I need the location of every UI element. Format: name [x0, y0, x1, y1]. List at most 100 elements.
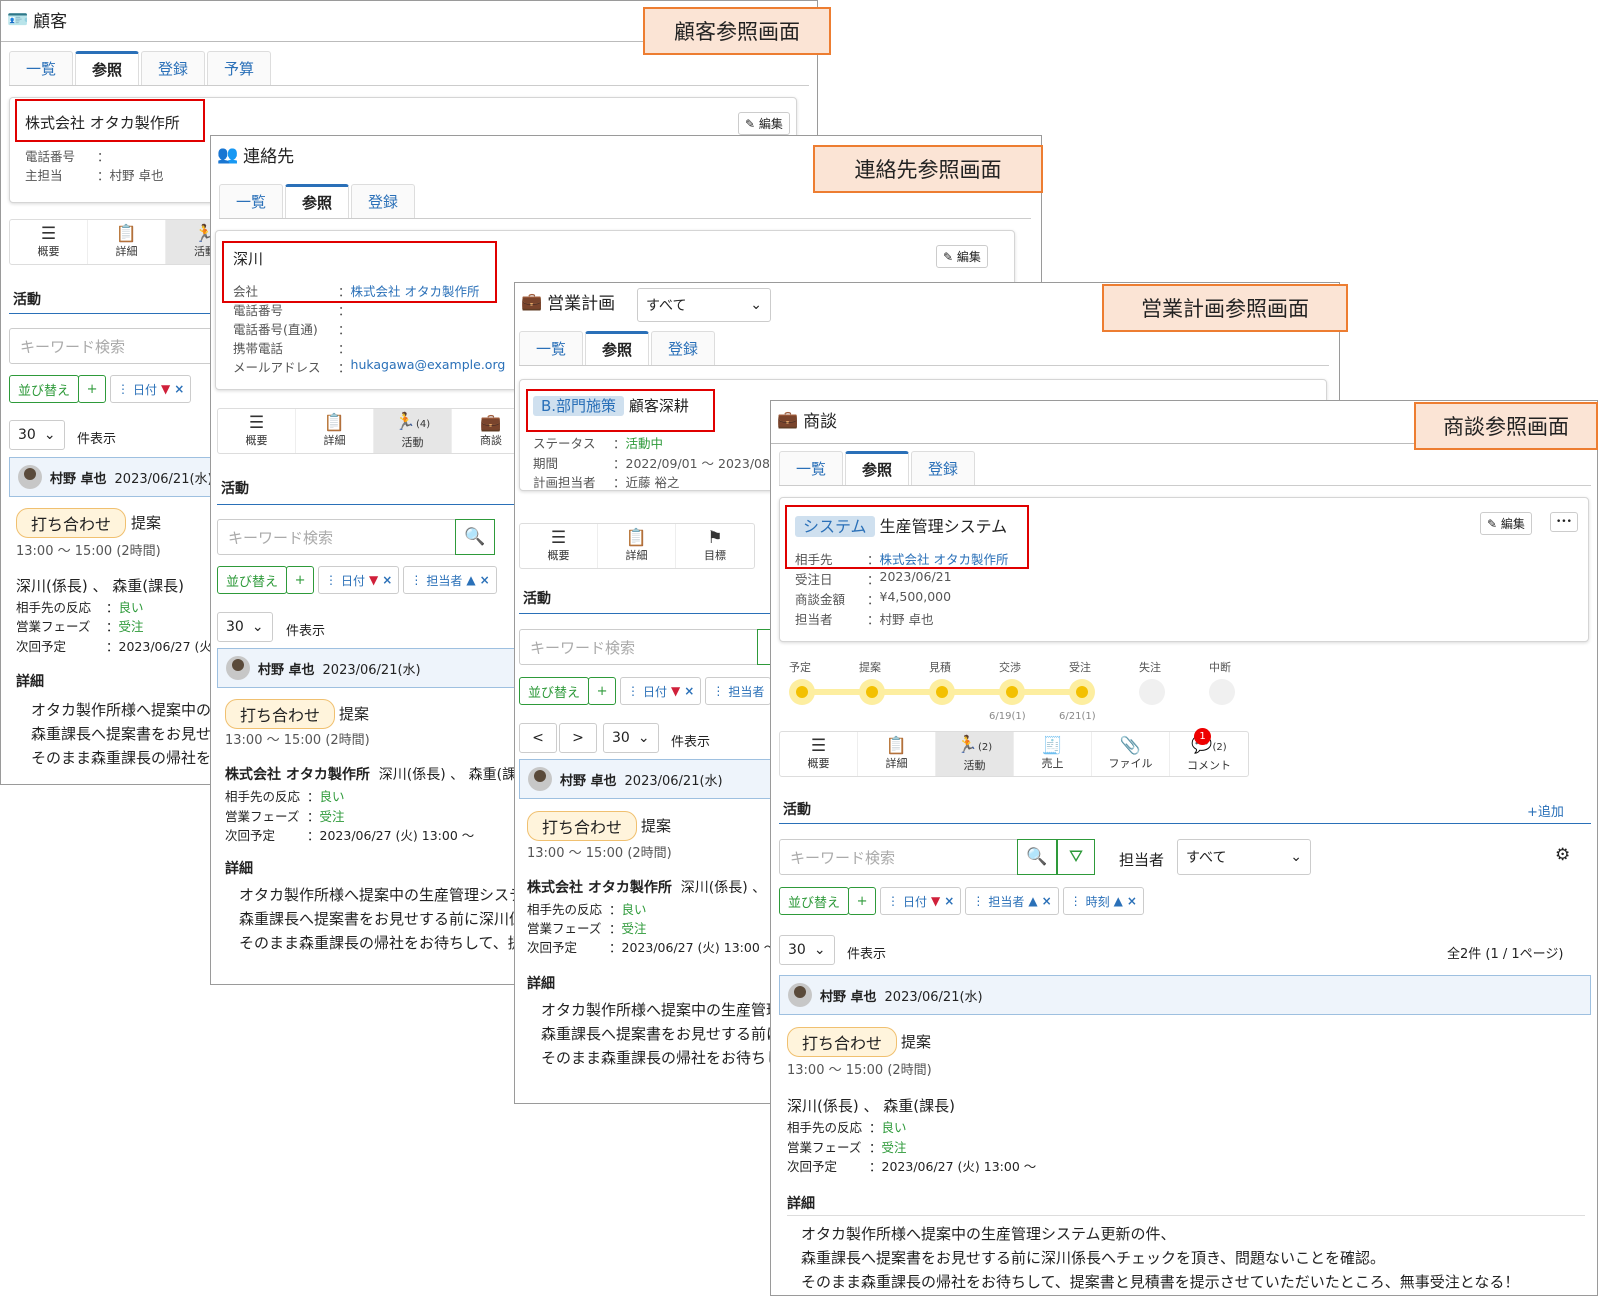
subtab-overview[interactable]: ☰概要: [780, 732, 858, 776]
sort-button[interactable]: 並び替え: [217, 566, 288, 594]
close-icon[interactable]: ×: [382, 573, 393, 587]
search-input[interactable]: キーワード検索: [217, 519, 457, 555]
plan-filter-select[interactable]: すべて⌄: [637, 288, 771, 322]
sort-chip-date[interactable]: ⋮日付▼×: [620, 677, 702, 705]
filter-button[interactable]: ⛛: [1057, 839, 1095, 875]
step-dot[interactable]: [929, 679, 955, 705]
sort-chip-owner[interactable]: ⋮担当者▲×: [403, 566, 497, 594]
add-sort-button[interactable]: +: [286, 566, 315, 594]
close-icon[interactable]: ×: [944, 894, 955, 908]
subtab-activity[interactable]: 🏃(2)活動: [936, 732, 1014, 776]
tab-view[interactable]: 参照: [285, 184, 350, 218]
activity-phase: 営業フェーズ：受注: [225, 809, 345, 824]
meeting-pill: 打ち合わせ: [787, 1027, 898, 1057]
running-icon: 🏃(4): [394, 411, 431, 432]
edit-button[interactable]: ✎ 編集: [936, 245, 988, 268]
plan-name-highlight: [526, 389, 715, 432]
gear-icon[interactable]: ⚙: [1555, 845, 1571, 865]
subtab-detail[interactable]: 📋詳細: [296, 409, 374, 453]
subtab-overview[interactable]: ☰概要: [10, 220, 88, 264]
search-button[interactable]: 🔍: [455, 519, 495, 555]
tab-budget[interactable]: 予算: [207, 51, 272, 85]
plan-status: ステータス：活動中: [533, 436, 664, 451]
owner-select[interactable]: すべて⌄: [1177, 839, 1311, 875]
total-count: 全2件 (1 / 1ページ): [1447, 947, 1564, 962]
tab-list[interactable]: 一覧: [9, 51, 74, 85]
tab-register[interactable]: 登録: [651, 331, 716, 365]
count-select[interactable]: 30⌄: [217, 612, 273, 642]
count-select[interactable]: 30⌄: [779, 935, 835, 965]
deal-amount: 商談金額：¥4,500,000: [795, 589, 952, 607]
prev-page-button[interactable]: <: [519, 723, 557, 753]
sort-chip-date[interactable]: ⋮日付▼×: [880, 887, 962, 915]
step-dot[interactable]: [1209, 679, 1235, 705]
add-sort-button[interactable]: +: [588, 677, 617, 705]
details-heading: 詳細: [787, 1196, 815, 1212]
step-dot[interactable]: [1139, 679, 1165, 705]
search-icon: 🔍: [1026, 847, 1048, 867]
subtab-overview[interactable]: ☰概要: [520, 524, 598, 568]
sort-button[interactable]: 並び替え: [519, 677, 590, 705]
search-input[interactable]: キーワード検索: [519, 629, 759, 665]
step-date: 6/19(1): [989, 711, 1026, 722]
subtab-goal[interactable]: ⚑目標: [704, 528, 726, 562]
tab-register[interactable]: 登録: [351, 184, 416, 218]
details-heading: 詳細: [225, 861, 253, 877]
subtab-sales[interactable]: 🧾売上: [1014, 732, 1092, 776]
close-icon[interactable]: ×: [479, 573, 490, 587]
sort-button[interactable]: 並び替え: [9, 375, 80, 403]
tab-view[interactable]: 参照: [845, 451, 910, 485]
step-dot[interactable]: [859, 679, 885, 705]
count-label: 件表示: [286, 624, 326, 639]
tab-list[interactable]: 一覧: [779, 451, 844, 485]
step-dot[interactable]: [789, 679, 815, 705]
step-dot[interactable]: [1069, 679, 1095, 705]
add-sort-button[interactable]: +: [848, 887, 877, 915]
owner-filter-label: 担当者: [1119, 851, 1165, 869]
search-input[interactable]: キーワード検索: [779, 839, 1019, 875]
tab-register[interactable]: 登録: [911, 451, 976, 485]
edit-button[interactable]: ✎ 編集: [738, 112, 790, 135]
subtab-activity[interactable]: 🏃(4)活動: [374, 409, 452, 453]
add-sort-button[interactable]: +: [78, 375, 107, 403]
close-icon[interactable]: ×: [1126, 894, 1137, 908]
step-dot[interactable]: [999, 679, 1025, 705]
sort-chip-date[interactable]: ⋮日付▼×: [110, 375, 192, 403]
search-input[interactable]: キーワード検索: [9, 328, 229, 364]
tab-register[interactable]: 登録: [141, 51, 206, 85]
subtab-detail[interactable]: 📋詳細: [88, 220, 166, 264]
contact-subtabs: ☰概要 📋詳細 🏃(4)活動 💼商談: [217, 408, 531, 454]
customer-phone: 電話番号：: [25, 149, 110, 164]
edit-button[interactable]: ✎ 編集: [1480, 512, 1532, 535]
next-page-button[interactable]: >: [559, 723, 597, 753]
subtab-file[interactable]: 📎ファイル: [1092, 732, 1170, 776]
subtab-deal[interactable]: 💼商談: [480, 413, 502, 447]
tab-list[interactable]: 一覧: [219, 184, 284, 218]
sort-chip-date[interactable]: ⋮日付▼×: [318, 566, 400, 594]
tab-list[interactable]: 一覧: [519, 331, 584, 365]
add-activity-button[interactable]: +追加: [1527, 805, 1564, 820]
subtab-overview[interactable]: ☰概要: [218, 409, 296, 453]
close-icon[interactable]: ×: [174, 382, 185, 396]
sort-button[interactable]: 並び替え: [779, 887, 850, 915]
tab-view[interactable]: 参照: [585, 331, 650, 365]
close-icon[interactable]: ×: [684, 684, 695, 698]
sort-chip-owner[interactable]: ⋮担当者▲×: [965, 887, 1059, 915]
subtab-detail[interactable]: 📋詳細: [858, 732, 936, 776]
count-select[interactable]: 30⌄: [603, 723, 659, 753]
tab-view[interactable]: 参照: [75, 51, 140, 85]
close-icon[interactable]: ×: [1041, 894, 1052, 908]
sort-chip-owner[interactable]: ⋮担当者: [705, 677, 772, 705]
more-button[interactable]: •••: [1550, 512, 1578, 532]
details-heading: 詳細: [527, 976, 555, 992]
search-button[interactable]: 🔍: [1017, 839, 1057, 875]
count-select[interactable]: 30⌄: [9, 420, 65, 450]
sort-chip-time[interactable]: ⋮時刻▲×: [1062, 887, 1144, 915]
paperclip-icon: 📎: [1119, 736, 1142, 756]
subtab-detail[interactable]: 📋詳細: [598, 524, 676, 568]
